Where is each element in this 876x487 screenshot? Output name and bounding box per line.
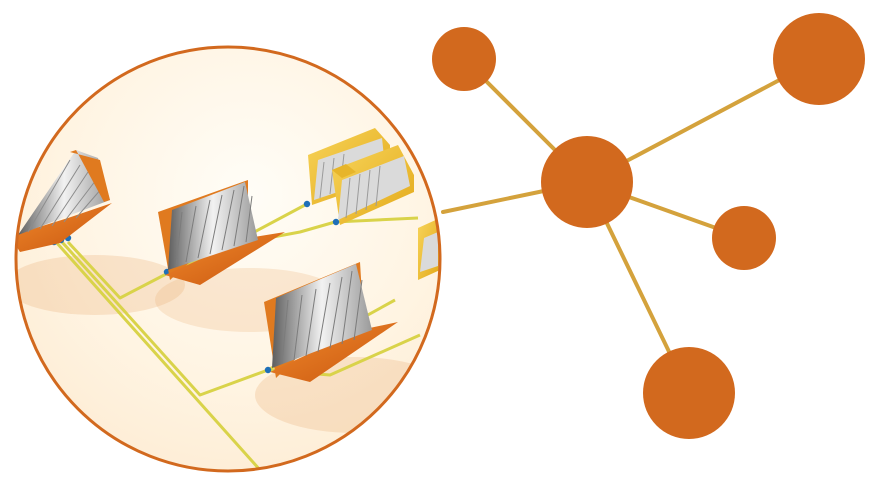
network-nodes (432, 13, 865, 439)
node-top-right (773, 13, 865, 105)
open-folder-icon (16, 150, 112, 252)
node-bottom (643, 347, 735, 439)
folder-icon (418, 218, 440, 280)
node-right (712, 206, 776, 270)
node-top-left (432, 27, 496, 91)
folder-lens (14, 45, 442, 473)
hub-node (541, 136, 633, 228)
open-folder-icon (158, 180, 285, 285)
open-folder-icon (264, 262, 398, 382)
folder-icon (332, 145, 414, 225)
lens-border (14, 45, 442, 473)
